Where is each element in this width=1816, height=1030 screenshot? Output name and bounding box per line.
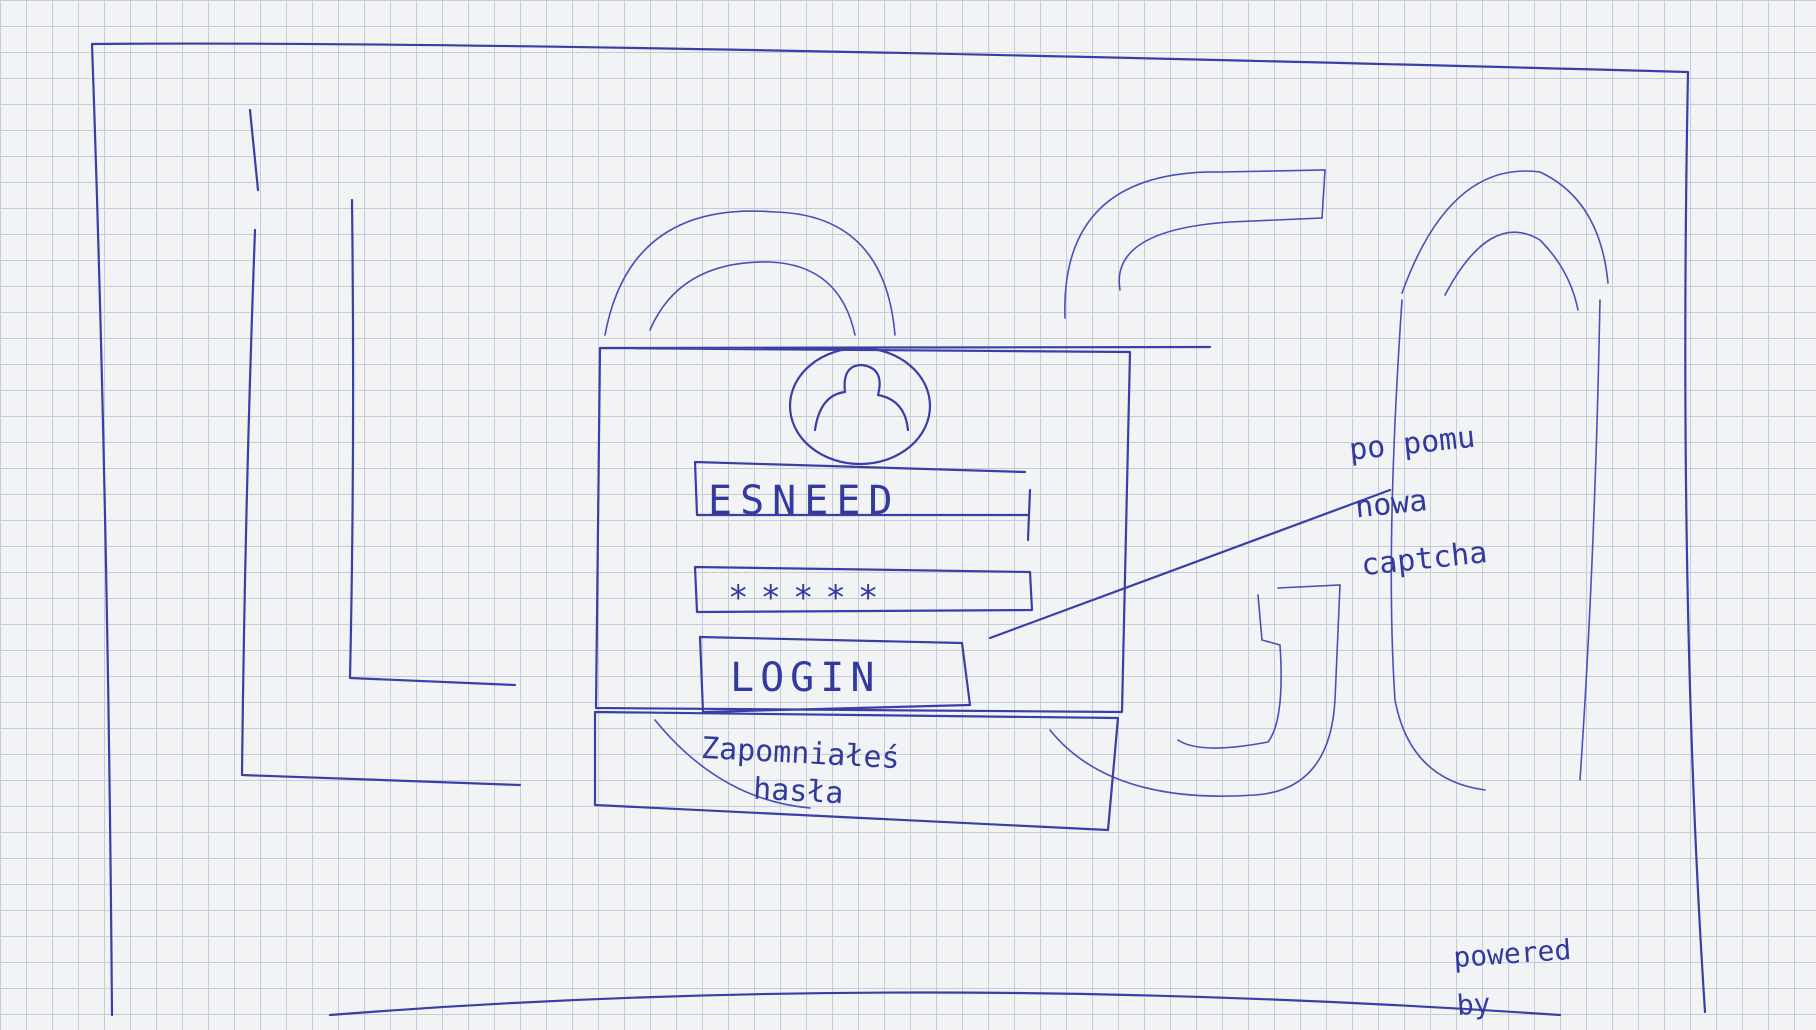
forgot-password-box bbox=[593, 710, 1120, 832]
decor-lock-shackle-outer bbox=[604, 210, 896, 336]
password-field-box bbox=[693, 565, 1034, 614]
page-bottom-curve bbox=[328, 991, 1562, 1017]
decor-left-l-outer bbox=[240, 108, 522, 787]
powered-by-line-2: by bbox=[1455, 986, 1492, 1023]
captcha-annotation-line bbox=[988, 488, 1392, 640]
user-icon bbox=[813, 363, 910, 432]
password-input[interactable]: ***** bbox=[728, 578, 891, 618]
decor-c-shape bbox=[1049, 169, 1341, 797]
avatar-circle bbox=[788, 346, 932, 466]
page-frame bbox=[90, 42, 1707, 1017]
username-input[interactable]: ESNEED bbox=[708, 478, 901, 524]
decor-lock-shackle-inner bbox=[649, 261, 856, 336]
decor-c-hook bbox=[1177, 594, 1282, 749]
forgot-password-link[interactable]: Zapomniałeś hasła bbox=[698, 730, 900, 816]
captcha-note: po pomu nowa captcha bbox=[1346, 409, 1490, 595]
username-field-box bbox=[693, 460, 1032, 542]
forgot-password-curve bbox=[654, 719, 811, 809]
login-card-frame bbox=[594, 345, 1212, 714]
decor-left-l-inner bbox=[348, 198, 517, 687]
decor-right-arch bbox=[1390, 170, 1609, 791]
login-button[interactable]: LOGIN bbox=[730, 655, 881, 701]
login-button-box bbox=[698, 635, 972, 714]
powered-by-line-1: powered bbox=[1452, 932, 1573, 975]
powered-by-footer: powered by bbox=[1452, 926, 1576, 1030]
